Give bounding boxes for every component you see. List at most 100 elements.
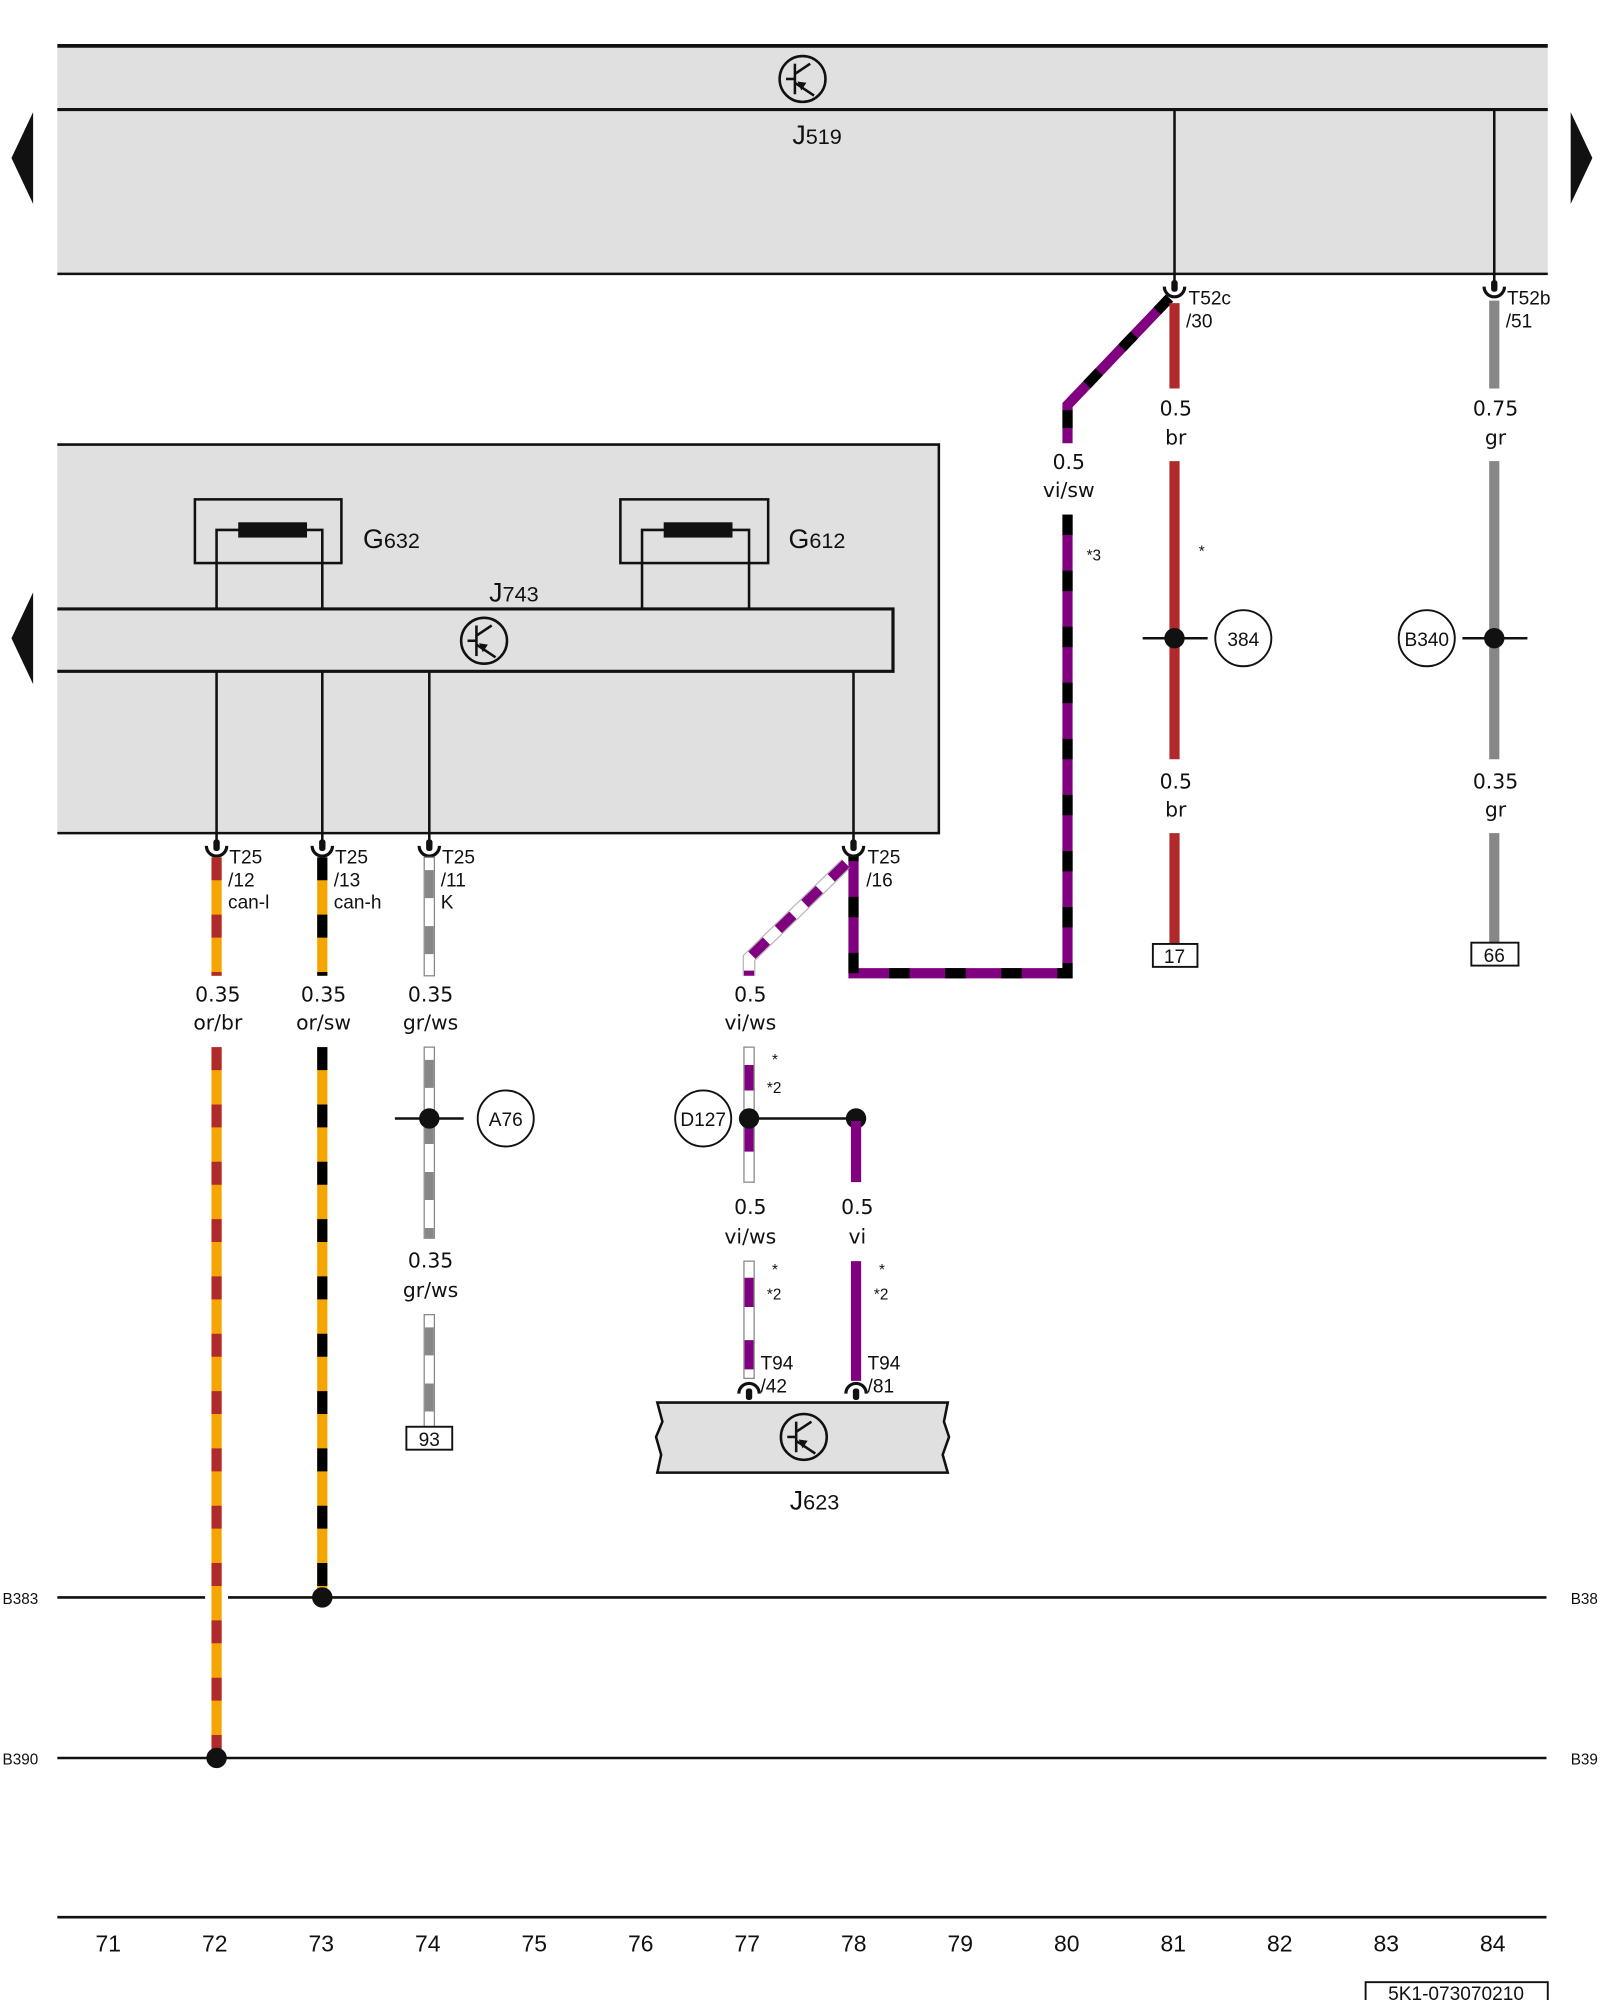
column-number: 76 [628,1931,653,1957]
splice-D127[interactable]: D127 [674,1089,867,1148]
terminal-17[interactable]: 17 [1151,942,1199,968]
terminal-label: 66 [1484,946,1505,967]
wire-color: gr/ws [403,1010,458,1034]
column-number: 81 [1161,1931,1186,1957]
wire-color: or/sw [296,1010,351,1034]
wire-size: 0.5 [734,982,766,1006]
splice-label: B340 [1404,630,1449,651]
bus-line-B383[interactable] [57,1587,1547,1608]
sensor-G632[interactable]: G632 [193,498,420,609]
control-unit-J743[interactable]: G632 G612 J743 [57,443,941,844]
column-number: 84 [1480,1931,1506,1957]
connector-pin-icon [204,837,229,858]
bus-label-B383-right: B38 [1571,1591,1598,1608]
wire-size: 0.35 [1473,770,1518,794]
connector-pin-51: /51 [1506,311,1533,332]
control-unit-J623[interactable]: J623 [654,1401,951,1516]
connector-label-T94: T94 [761,1353,794,1374]
wire-color: vi/ws [724,1010,776,1034]
component-label-J743: J743 [489,577,538,607]
wire-color: gr/ws [403,1278,458,1302]
wire-color: gr [1485,798,1507,822]
column-number: 80 [1054,1931,1079,1957]
column-number: 72 [202,1931,227,1957]
wire-color: vi/ws [724,1224,776,1248]
connector-pin-icon [844,1381,868,1402]
wire-color: or/br [193,1010,243,1034]
component-label-J623: J623 [790,1486,839,1516]
wire-size: 0.35 [408,982,453,1006]
component-label-G632: G632 [363,524,420,554]
footnote: * [879,1262,885,1279]
wire-color: br [1165,426,1187,450]
splice-label: 384 [1227,630,1259,651]
splice-label: A76 [489,1110,523,1131]
connector-label-T25: T25 [442,848,475,869]
wire-color: br [1165,798,1187,822]
document-code-box: 5K1-073070210 [1364,1981,1549,2000]
column-number: 75 [522,1931,547,1957]
connector-pin-icon [1162,278,1187,299]
connector-pin-16: /16 [866,871,893,892]
control-unit-J519[interactable]: J519 [57,43,1548,283]
wire-size: 0.5 [734,1195,766,1219]
connector-label-T52c: T52c [1189,288,1232,309]
wire-color: gr [1485,426,1507,450]
wire-size: 0.35 [301,982,346,1006]
connector-label-T52b: T52b [1507,288,1551,309]
wire-gr-ws[interactable] [423,856,436,1428]
terminal-66[interactable]: 66 [1470,941,1520,967]
wire-color: vi/sw [1043,478,1095,502]
wire-size: 0.35 [408,1249,453,1273]
connector-pin-icon [737,1381,761,1402]
terminal-93[interactable]: 93 [405,1425,454,1451]
column-number: 82 [1267,1931,1292,1957]
connector-pin-icon [841,837,866,858]
wire-size: 0.5 [841,1195,873,1219]
footnote: * [772,1052,778,1069]
prev-page-arrow-top[interactable] [11,112,34,204]
connector-pin-12: /12 [228,871,255,892]
connector-signal-K: K [441,892,454,913]
connector-signal-can-h: can-h [334,892,382,913]
connector-pin-42: /42 [761,1376,788,1397]
column-number: 74 [415,1931,441,1957]
connector-pin-13: /13 [334,871,361,892]
connector-signal-can-l: can-l [228,892,269,913]
wire-vi-ws[interactable] [742,859,851,1379]
footnote-2: *2 [767,1080,781,1097]
column-number: 73 [309,1931,334,1957]
wire-size: 0.5 [1160,396,1192,420]
terminal-label: 93 [419,1430,440,1451]
component-label-G612: G612 [789,524,846,554]
bus-label-B390-right: B39 [1571,1751,1598,1768]
connector-pin-30: /30 [1186,311,1213,332]
splice-384[interactable]: 384 [1142,609,1273,668]
splice-A76[interactable]: A76 [394,1089,535,1148]
connector-label-T25: T25 [868,848,901,869]
bus-line-B390[interactable] [57,1747,1547,1769]
connector-label-T25: T25 [335,848,368,869]
connector-pin-81: /81 [868,1376,895,1397]
column-number: 71 [96,1931,121,1957]
footnote-2: *2 [874,1286,888,1303]
wire-color: vi [848,1224,866,1248]
component-label-J519: J519 [792,120,841,150]
connector-pin-icon [417,837,442,858]
wire-size: 0.5 [1053,450,1085,474]
connector-label-T25: T25 [229,848,262,869]
column-number: 83 [1373,1931,1398,1957]
footnote: * [1199,544,1205,561]
connector-pin-icon [310,837,335,858]
next-page-arrow-top[interactable] [1570,112,1593,204]
terminal-label: 17 [1164,947,1185,968]
sensor-G612[interactable]: G612 [619,498,846,609]
wire-vi-sw[interactable] [848,294,1174,979]
prev-page-arrow-middle[interactable] [11,592,34,685]
splice-B340[interactable]: B340 [1397,609,1528,668]
document-code: 5K1-073070210 [1388,1984,1524,2000]
wire-size: 0.5 [1160,770,1192,794]
column-number: 77 [735,1931,760,1957]
